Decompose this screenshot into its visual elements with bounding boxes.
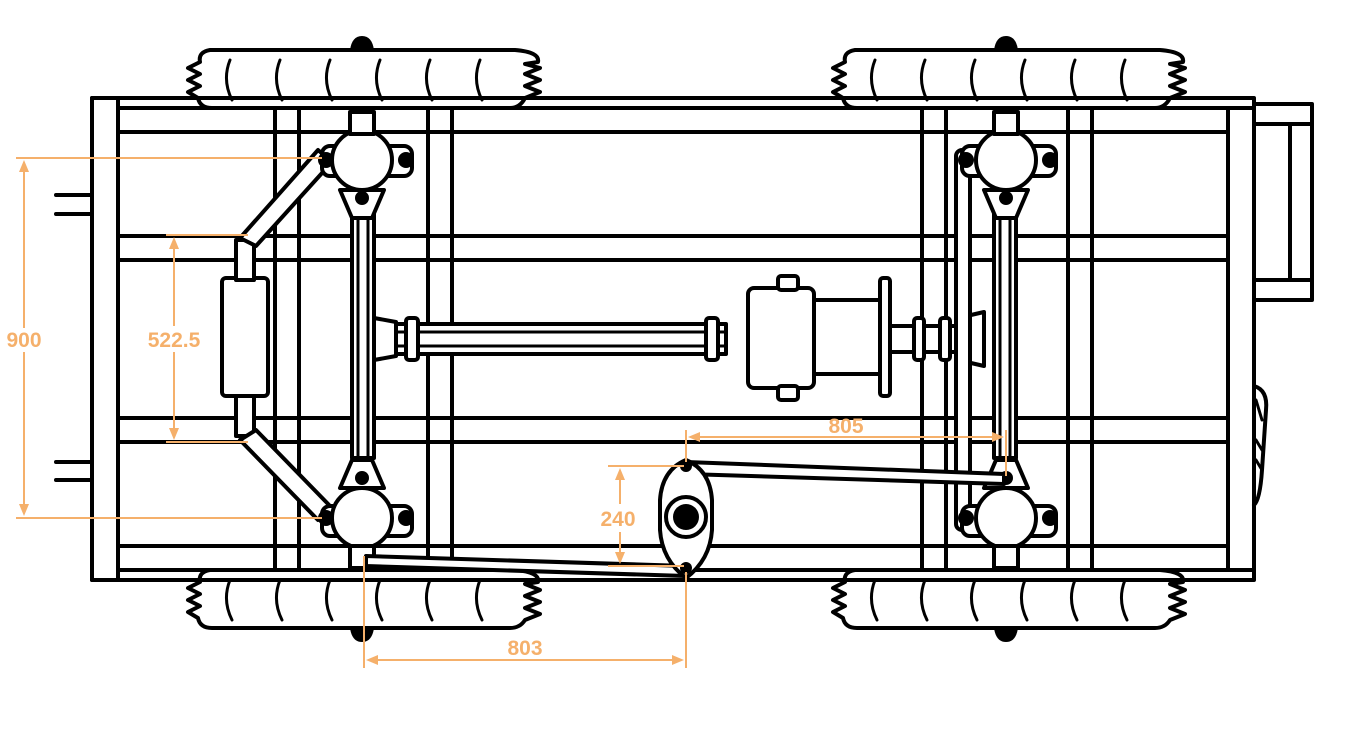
dimension-label-rear-link-length: 805 (828, 415, 863, 438)
steering-linkage (364, 458, 1006, 580)
dimension-label-front-link-length: 803 (507, 637, 542, 660)
dimension-label-pitman-offset: 240 (600, 508, 635, 531)
drivetrain (394, 274, 986, 402)
dimension-track-width: 900 (6, 157, 322, 519)
dimension-rack-width: 522.5 (148, 234, 248, 443)
rear-axle-assembly (954, 110, 1058, 570)
front-steering-assembly (220, 110, 414, 570)
dimension-pitman-offset: 240 (600, 465, 684, 567)
dimension-rear-link-length: 805 (685, 415, 1007, 476)
dimension-front-link-length: 803 (363, 556, 687, 668)
dimension-label-rack-width: 522.5 (148, 329, 201, 352)
dimension-label-track-width: 900 (6, 329, 41, 352)
